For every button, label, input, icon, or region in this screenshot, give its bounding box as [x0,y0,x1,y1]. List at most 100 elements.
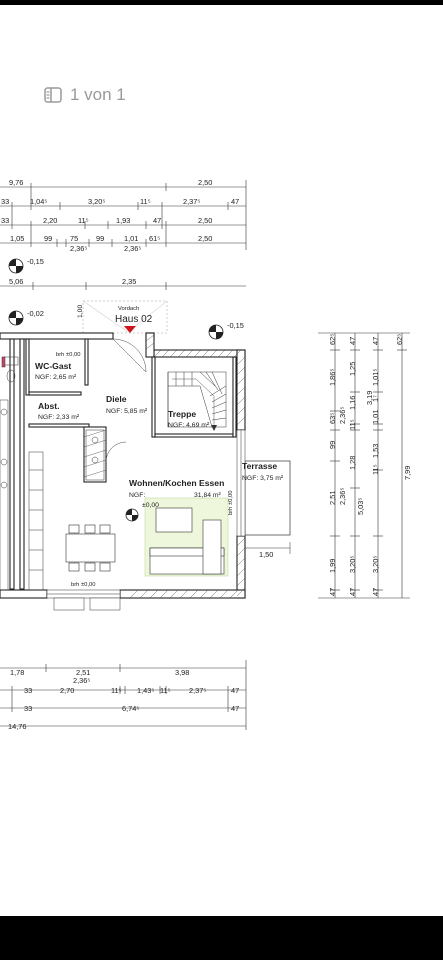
room-name: WC-Gast [35,361,71,371]
side-dim-label: 47 [348,337,357,345]
level-marker [8,258,24,274]
wc-fixtures [1,356,19,383]
bottom-dim-label: 2,37⁵ [189,686,206,695]
page-indicator-label: 1 von 1 [70,85,126,104]
top-dim-label: 1,04⁵ [30,197,47,206]
top-dim-label: 3,20⁵ [88,197,105,206]
side-dim-label: 47 [348,588,357,596]
vordach-diagonal [82,300,129,333]
top-dim-label: 5,06 [9,277,23,286]
top-dim-label: 75 [70,234,78,243]
bottom-dim-label: 11⁵ [111,686,122,695]
entrance-arrow-icon [124,326,136,333]
page-indicator[interactable]: 1 von 1 [44,84,126,106]
door-swing [105,441,127,463]
navigation-bar [0,916,443,960]
room-ngf: NGF: 2,33 m² [38,414,80,421]
room-ngf-value: 31,84 m² [194,492,222,499]
top-dim-label: 2,35 [122,277,136,286]
side-dim-label: 2,36⁵ [338,407,347,424]
top-dim-label: 99 [96,234,104,243]
top-dim-label: 11⁵ [78,216,89,225]
side-dim-label: 3,19 [365,391,374,405]
bottom-dim-label: 1,43⁵ [137,686,154,695]
side-dim-label: 1,28 [348,456,357,470]
side-dim-label: 1,16 [348,396,357,410]
vordach-label: Vordach [118,306,139,312]
bottom-dim-label: 33 [24,686,32,695]
top-dim-label: 1,01 [124,234,138,243]
walls [0,332,246,599]
top-dim-label: 33 [1,197,9,206]
side-dim-label: 62⁵ [395,334,404,345]
side-dim-label: 11⁵ [348,419,357,430]
side-dim-label: 1,25 [348,362,357,376]
side-dim-label: 47 [371,337,380,345]
top-dim-label: 2,50 [198,178,212,187]
top-dim-label: 2,50 [198,216,212,225]
room-ngf-label: NGF: [129,492,145,499]
side-dimension-lines [318,332,410,599]
room-name: Wohnen/Kochen Essen [129,478,224,488]
wall-hatching [83,334,246,599]
sidebar-pages-icon[interactable] [44,87,62,103]
bottom-dim-label: 2,36⁵ [73,676,90,685]
top-dim-label: 2,20 [43,216,57,225]
top-dim-label: 47 [153,216,161,225]
windows [46,429,246,611]
side-dim-label: 1,01 [371,410,380,424]
top-dim-label: 1,93 [116,216,130,225]
bottom-dim-label: 33 [24,704,32,713]
bottom-dim-label: 14,76 [8,722,27,731]
top-dimension-lines [0,180,247,290]
side-dim-label: 1⁷ [371,395,380,402]
side-dim-label: 5,03⁵ [356,498,365,515]
vordach-outline [82,300,168,334]
top-dim-label: 2,36⁵ [70,244,87,253]
side-dim-label: 47 [371,588,380,596]
top-dim-label: 99 [44,234,52,243]
stair-arrow-icon [211,425,217,431]
bottom-dim-label: 3,98 [175,668,189,677]
room-brh: brh ±0,00 [71,582,95,588]
side-dim-label: 63⁵ [328,413,337,424]
terrace-dim-label: 1,50 [259,550,273,559]
side-dim-label: 1,86⁵ [328,369,337,386]
side-dimension-labels: 62⁵ 1,86⁵ 63⁵ 99 2,51 1,99 47 2,36⁵ 2,36… [328,334,412,596]
top-dim-label: 33 [1,216,9,225]
status-bar [0,0,443,5]
bottom-dimension-lines [0,660,247,730]
top-dim-label: 9,76 [9,178,23,187]
top-dim-label: 2,50 [198,234,212,243]
door-leaf [112,338,147,373]
side-dim-label: 2,51 [328,491,337,505]
top-dim-label: 1,05 [10,234,24,243]
bottom-dim-label: 11⁵ [160,686,171,695]
level-marker [8,310,24,326]
terrace-area [244,460,291,536]
room-name: Diele [106,394,127,404]
bottom-dim-label: 2,70 [60,686,74,695]
room-level: ±0,00 [142,502,159,509]
side-dim-label: 11⁵ [371,464,380,475]
door-swing [112,338,147,373]
level-label: -0,15 [227,321,244,330]
level-marker [125,508,139,522]
house-label: Haus 02 [115,314,153,325]
top-dimension-labels: 9,76 2,50 33 1,04⁵ 3,20⁵ 11⁵ 2,37⁵ 47 33… [1,178,239,286]
room-name: Terrasse [242,461,277,471]
room-ngf: NGF: 2,65 m² [35,374,77,381]
dining-table [65,524,116,572]
level-label: -0,15 [27,257,44,266]
bottom-dim-label: 47 [231,704,239,713]
bottom-dim-label: 1,78 [10,668,24,677]
bottom-dim-label: 47 [231,686,239,695]
room-brh: brh ±0,00 [56,352,80,358]
room-name: Abst. [38,401,59,411]
top-dim-label: 61⁵ [149,234,160,243]
bottom-dim-label: 6,74⁵ [122,704,139,713]
side-dim-label: 7,99 [403,466,412,480]
staircase [167,371,227,428]
side-dim-label: 2,36⁵ [338,488,347,505]
